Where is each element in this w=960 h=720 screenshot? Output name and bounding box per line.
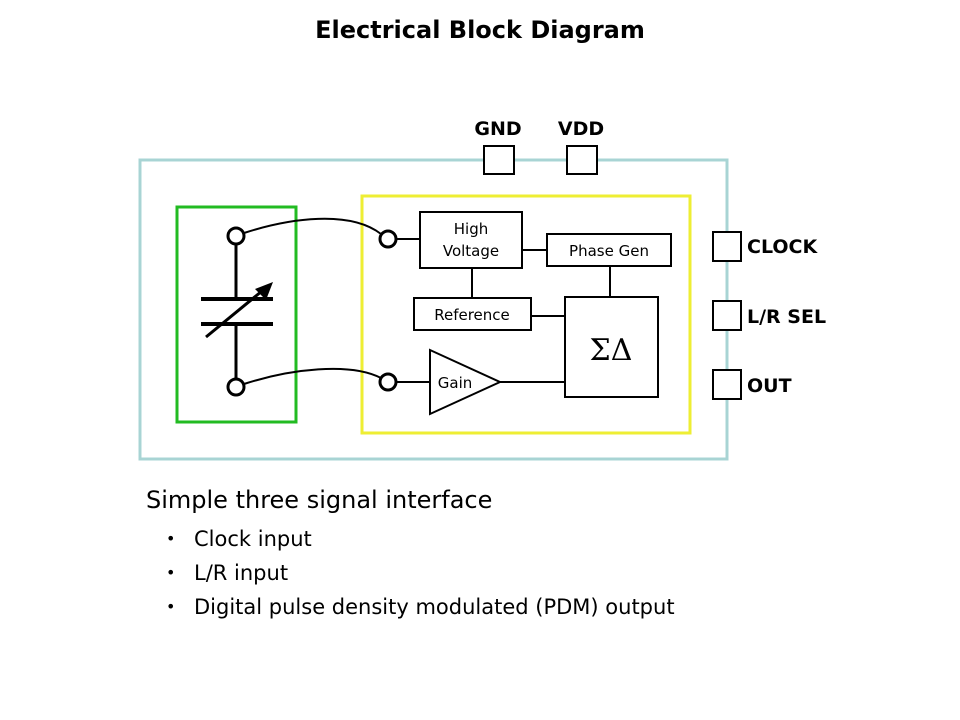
lr-sel-pin xyxy=(712,300,742,331)
asic-box xyxy=(360,194,692,435)
clock-label: CLOCK xyxy=(747,236,818,258)
out-pin xyxy=(712,369,742,400)
phase-gen-block xyxy=(546,233,672,267)
asic-input-bottom xyxy=(378,372,398,392)
out-label: OUT xyxy=(747,375,792,397)
sensor-terminal-bottom xyxy=(226,377,246,397)
lr-sel-label: L/R SEL xyxy=(747,306,826,328)
sigma-delta-label: ΣΔ xyxy=(590,333,633,368)
reference-block xyxy=(413,297,532,331)
gain-label: Gain xyxy=(438,374,473,392)
variable-capacitor-icon xyxy=(201,245,273,378)
mems-sensor-box xyxy=(175,205,298,424)
page-title: Electrical Block Diagram xyxy=(315,16,645,44)
sensor-terminal-top xyxy=(226,226,246,246)
bullet-item: • L/R input xyxy=(146,556,675,590)
bond-wire-top xyxy=(243,217,382,235)
high-voltage-block xyxy=(419,211,523,269)
bullet-text: L/R input xyxy=(194,561,289,585)
high-voltage-label-line2: Voltage xyxy=(443,242,499,260)
bullet-icon: • xyxy=(166,597,176,616)
bullet-item: • Digital pulse density modulated (PDM) o… xyxy=(146,590,675,624)
gnd-pin xyxy=(483,145,515,175)
high-voltage-label-line1: High xyxy=(454,220,488,238)
gnd-label: GND xyxy=(474,118,521,140)
clock-pin xyxy=(712,231,742,262)
bullet-icon: • xyxy=(166,563,176,582)
bond-wire-bottom xyxy=(243,367,382,385)
interface-description: Simple three signal interface • Clock inp… xyxy=(146,486,675,624)
bullet-list: • Clock input • L/R input • Digital pulse d… xyxy=(146,522,675,624)
gain-amplifier xyxy=(429,348,503,416)
vdd-label: VDD xyxy=(558,118,604,140)
bullet-icon: • xyxy=(166,529,176,548)
bullet-item: • Clock input xyxy=(146,522,675,556)
asic-input-top xyxy=(378,229,398,249)
reference-label: Reference xyxy=(434,306,510,324)
bullet-text: Digital pulse density modulated (PDM) ou… xyxy=(194,595,675,619)
sigma-delta-block xyxy=(564,296,659,398)
lead-text: Simple three signal interface xyxy=(146,486,493,514)
phase-gen-label: Phase Gen xyxy=(569,242,649,260)
bullet-text: Clock input xyxy=(194,527,312,551)
vdd-pin xyxy=(566,145,598,175)
